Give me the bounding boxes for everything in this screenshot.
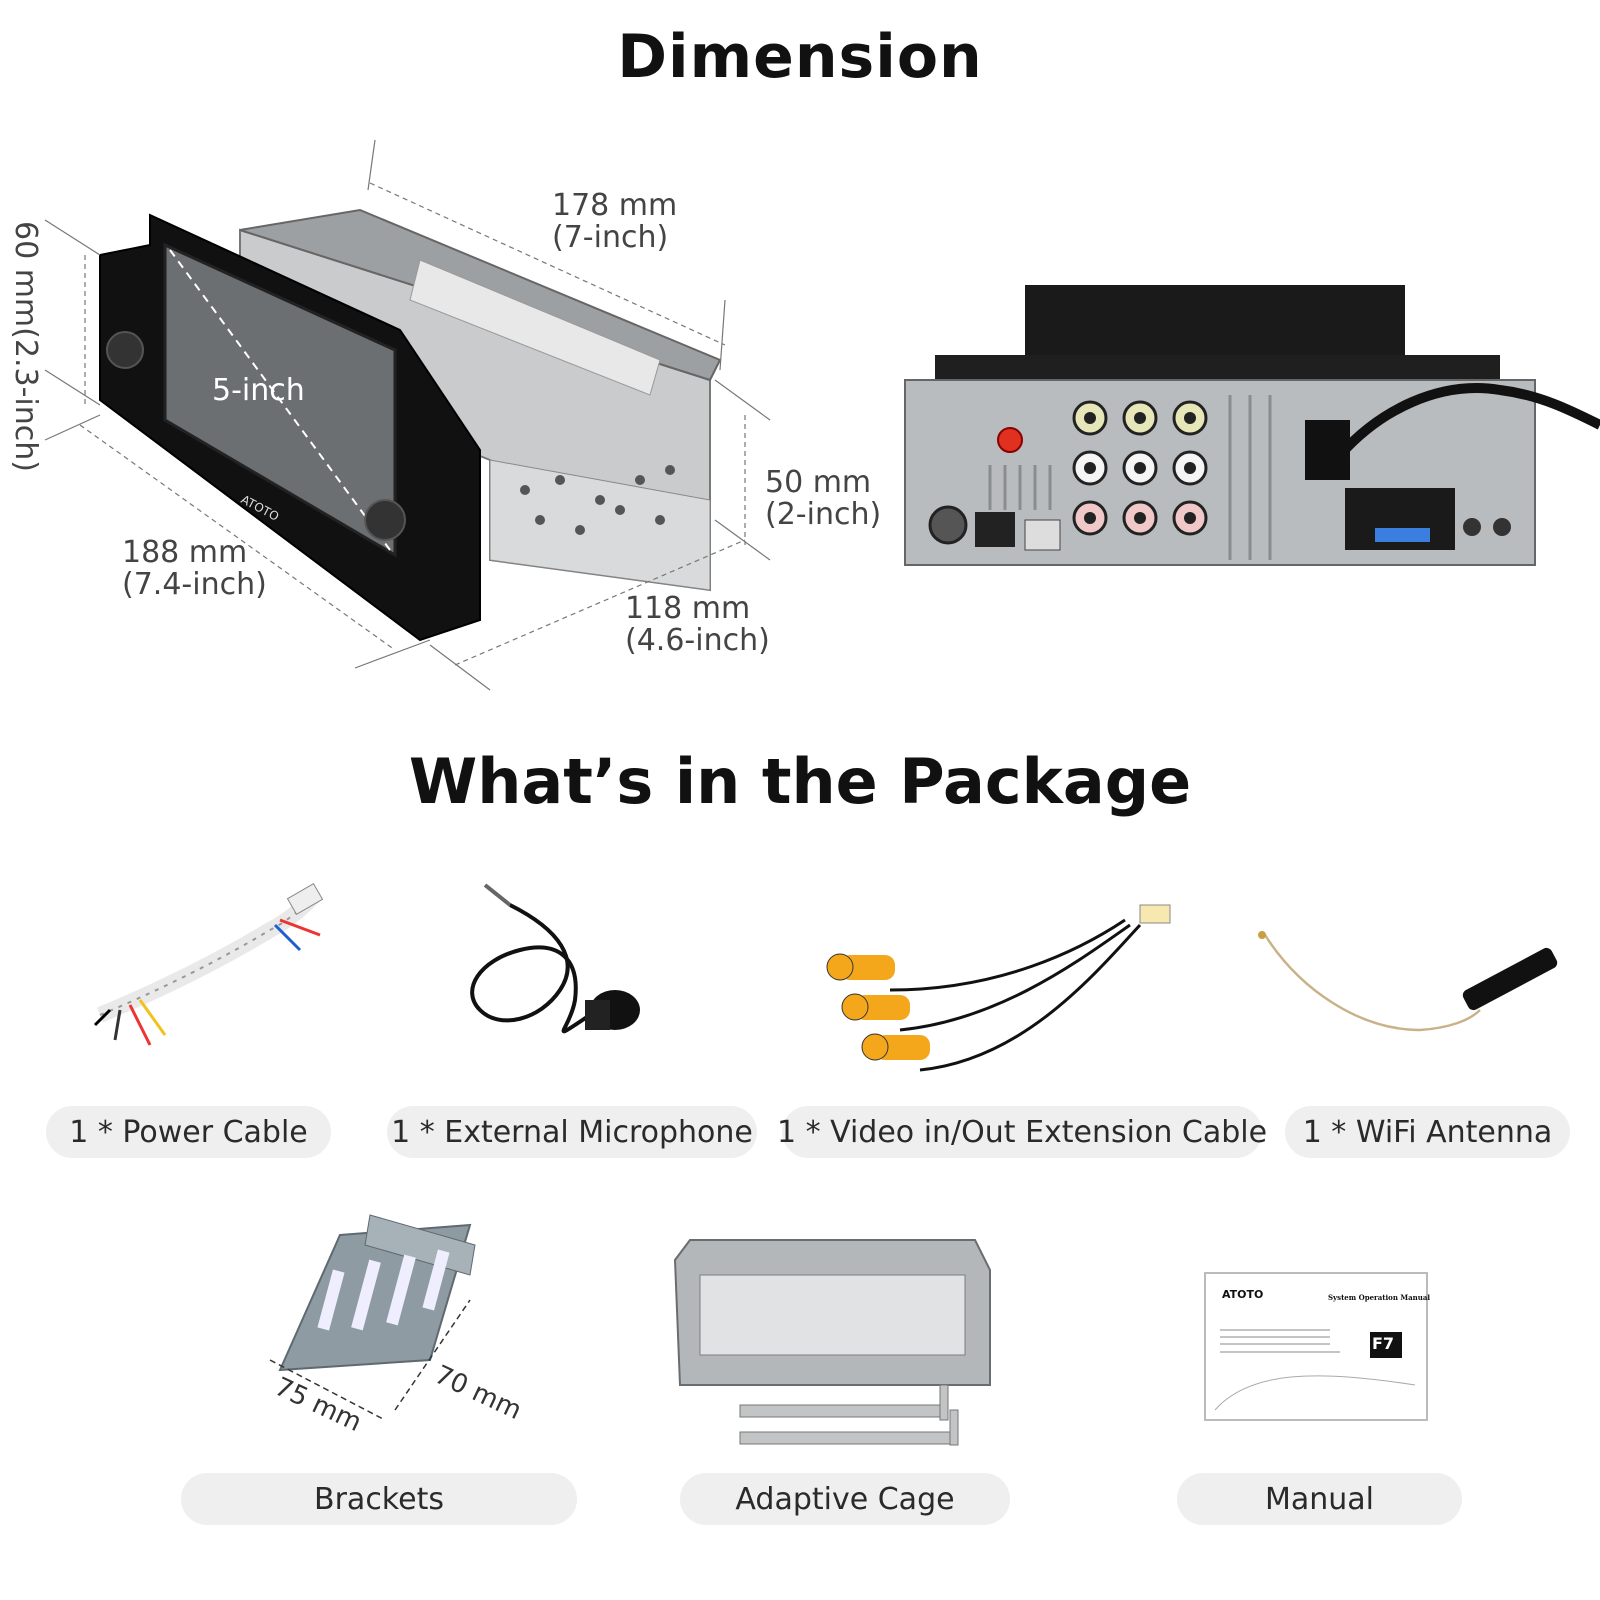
- item-label-adaptive-cage: Adaptive Cage: [680, 1473, 1010, 1525]
- unit-brand-text: ATOTO: [239, 492, 282, 524]
- depth-bottom-label: 118 mm (4.6-inch): [625, 591, 770, 658]
- bracket-dim-a: 75 mm: [269, 1371, 367, 1439]
- width-front-label: 188 mm (7.4-inch): [122, 535, 267, 602]
- adaptive-cage-image: [673, 1239, 991, 1446]
- package-title: What’s in the Package: [408, 745, 1192, 818]
- dimension-title: Dimension: [617, 22, 983, 92]
- item-label-external-microphone: 1 * External Microphone: [387, 1106, 757, 1158]
- manual-model: F7: [1372, 1334, 1395, 1353]
- item-label-video-cable: 1 * Video in/Out Extension Cable: [777, 1106, 1267, 1158]
- screen-size-label: 5-inch: [212, 373, 305, 408]
- width-top-label: 178 mm (7-inch): [552, 188, 678, 255]
- height-label: 60 mm(2.3-inch): [8, 221, 43, 472]
- head-unit-rear-image: [904, 285, 1600, 566]
- item-label-wifi-antenna: 1 * WiFi Antenna: [1285, 1106, 1570, 1158]
- manual-heading: System Operation Manual: [1328, 1293, 1431, 1302]
- video-cable-image: [826, 904, 1171, 1072]
- microphone-image: [470, 883, 640, 1034]
- depth-right-label: 50 mm (2-inch): [765, 465, 882, 532]
- power-cable-image: [93, 883, 324, 1046]
- bracket-dim-b: 70 mm: [429, 1359, 527, 1427]
- wifi-antenna-image: [1258, 931, 1558, 1032]
- manual-brand: ATOTO: [1222, 1288, 1264, 1301]
- item-label-manual: Manual: [1177, 1473, 1462, 1525]
- item-label-brackets: Brackets: [181, 1473, 577, 1525]
- item-label-power-cable: 1 * Power Cable: [46, 1106, 331, 1158]
